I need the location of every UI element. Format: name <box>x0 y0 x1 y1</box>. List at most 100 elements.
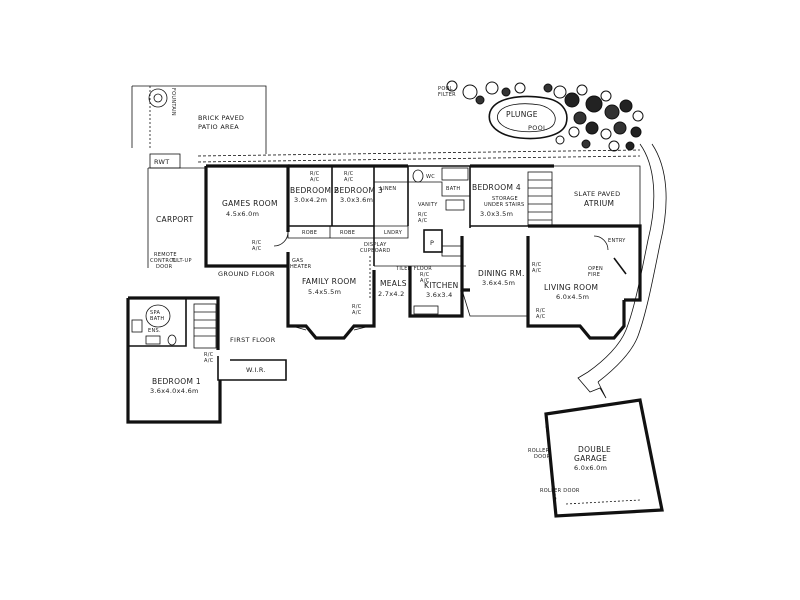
garage-dim: 6.0x6.0m <box>574 464 607 472</box>
kitchen-dim: 3.6x3.4 <box>426 291 453 299</box>
open-fire-label: OPEN <box>588 266 603 272</box>
kitchen-ac-label: R/C <box>420 272 430 278</box>
display-cupboard-label: DISPLAY <box>364 242 387 248</box>
vanity-label: VANITY <box>418 202 438 208</box>
under-stairs-label: UNDER STAIRS <box>484 202 524 208</box>
basin-ens-icon <box>145 335 161 345</box>
wc-label: WC <box>426 174 435 180</box>
meals-kitchen: P TILED FLOOR MEALS 2.7x4.2 R/C A/C KITC… <box>374 229 466 318</box>
robe-label-1: ROBE <box>302 230 317 236</box>
bathtub-icon <box>441 167 469 181</box>
bed1-ac-label: R/C <box>204 352 214 358</box>
brick-patio: FOUNTAIN BRICK PAVED PATIO AREA <box>131 85 267 154</box>
bathroom-block: WC BATH VANITY R/C A/C <box>407 165 471 228</box>
b2-ac-label-2: A/C <box>310 177 320 183</box>
robe-label-2: ROBE <box>340 230 355 236</box>
bedroom4-dim: 3.0x3.5m <box>480 210 513 218</box>
bedroom2-dim: 3.0x4.2m <box>294 196 327 204</box>
rwt-label: RWT <box>154 158 170 166</box>
first-floor-wing: SPA BATH ENS. FIRST FLOOR W.I.R. R/C A/C… <box>126 296 287 424</box>
pantry-label: P <box>430 239 434 247</box>
slate-atrium-label: SLATE PAVED <box>574 190 620 198</box>
vanity-basin-icon <box>445 199 465 211</box>
wir-label: W.I.R. <box>246 366 266 374</box>
open-fire-label-2: FIRE <box>588 272 600 278</box>
remote-door-label-4: DOOR <box>156 264 173 270</box>
dining-label: DINING RM. <box>478 269 525 278</box>
patio-area-label: PATIO AREA <box>198 123 239 131</box>
games-ac-label-2: A/C <box>252 246 262 252</box>
first-floor-label: FIRST FLOOR <box>230 336 276 344</box>
living-ac-label-2: A/C <box>536 314 546 320</box>
ens-label: ENS. <box>148 328 161 334</box>
living-room: R/C A/C LIVING ROOM 6.0x4.5m OPEN FIRE R… <box>526 236 627 340</box>
fountain-label: FOUNTAIN <box>170 88 176 116</box>
roller-door-label: ROLLER <box>528 448 550 454</box>
pool-filter-label-2: FILTER <box>438 92 456 98</box>
brick-patio-label: BRICK PAVED <box>198 114 244 122</box>
bedroom4-label: BEDROOM 4 <box>472 183 521 192</box>
vanity-ac-label: R/C <box>418 212 428 218</box>
display-cupboard-label-2: CUPBOARD <box>360 248 391 254</box>
shower-icon <box>131 319 143 333</box>
spa-bath-icon <box>145 304 171 328</box>
family-room-dim: 5.4x5.5m <box>308 288 341 296</box>
bedroom1-dim: 3.6x4.0x4.6m <box>150 387 199 395</box>
dining-ac-label-2: A/C <box>532 268 542 274</box>
roller-door-b-label: ROLLER DOOR <box>540 488 580 494</box>
atrium-label: ATRIUM <box>584 199 614 208</box>
spa-label: SPA <box>150 310 160 316</box>
b3-ac-label: R/C <box>344 171 354 177</box>
living-room-label: LIVING ROOM <box>544 283 598 292</box>
kitchen-ac-label-2: A/C <box>420 278 430 284</box>
pantry <box>423 229 443 253</box>
dining-ac-label: R/C <box>532 262 542 268</box>
bedroom3-dim: 3.0x3.6m <box>340 196 373 204</box>
remote-door-label-3: TILT-UP <box>171 258 192 264</box>
games-room-dim: 4.5x6.0m <box>226 210 259 218</box>
bath-spa-label: BATH <box>150 316 164 322</box>
pool-filter-label: POOL <box>438 86 453 92</box>
shrubbery-icon <box>446 80 644 152</box>
living-ac-label: R/C <box>536 308 546 314</box>
pool-label: POOL <box>528 124 547 132</box>
carport-label: CARPORT <box>156 215 193 224</box>
linen-label: LINEN <box>380 186 396 192</box>
laundry-label: LNDRY <box>384 230 403 236</box>
remote-door-label-2: CONTROL <box>150 258 177 264</box>
dining-dim: 3.6x4.5m <box>482 279 515 287</box>
b2-ac-label: R/C <box>310 171 320 177</box>
meals-dim: 2.7x4.2 <box>378 290 405 298</box>
entry-label: ENTRY <box>608 238 626 244</box>
linen-laundry: LINEN LNDRY DISPLAY CUPBOARD <box>360 166 409 266</box>
ground-floor-label: GROUND FLOOR <box>218 270 275 278</box>
dining-room: DINING RM. 3.6x4.5m <box>460 236 528 317</box>
stairs-icon <box>527 171 553 227</box>
bedroom2-label: BEDROOM 2 <box>290 186 339 195</box>
roller-door-label-2: DOOR <box>534 454 551 460</box>
kitchen-label: KITCHEN <box>424 281 459 290</box>
vanity-ac-label-2: A/C <box>418 218 428 224</box>
bath-label: BATH <box>446 186 460 192</box>
living-zone-wall <box>528 224 642 302</box>
upper-stairs-icon <box>193 303 217 349</box>
bedroom4: BEDROOM 4 STORAGE UNDER STAIRS 3.0x3.5m <box>470 164 554 227</box>
toilet-icon <box>412 169 424 183</box>
double-garage: ROLLER DOOR DOUBLE GARAGE 6.0x6.0m ROLLE… <box>528 398 664 518</box>
plunge-pool-garden: PLUNGE POOL POOL FILTER <box>438 80 667 399</box>
carport: CARPORT REMOTE CONTROL TILT-UP DOOR <box>147 167 206 270</box>
bedroom3-label: BEDROOM 3 <box>334 186 383 195</box>
family-ac-label-2: A/C <box>352 310 362 316</box>
remote-door-label: REMOTE <box>154 252 177 258</box>
perimeter-path <box>197 149 641 157</box>
tiled-floor-label: TILED FLOOR <box>395 266 432 272</box>
rwt: RWT <box>149 153 181 169</box>
games-room-label: GAMES ROOM <box>222 199 278 208</box>
fireplace-icon <box>613 257 627 275</box>
family-room: GAS HEATER FAMILY ROOM 5.4x5.5m R/C A/C <box>286 252 376 340</box>
storage-label: STORAGE <box>492 196 518 202</box>
gas-heater-label-2: HEATER <box>290 264 312 270</box>
fountain-icon <box>148 88 168 108</box>
